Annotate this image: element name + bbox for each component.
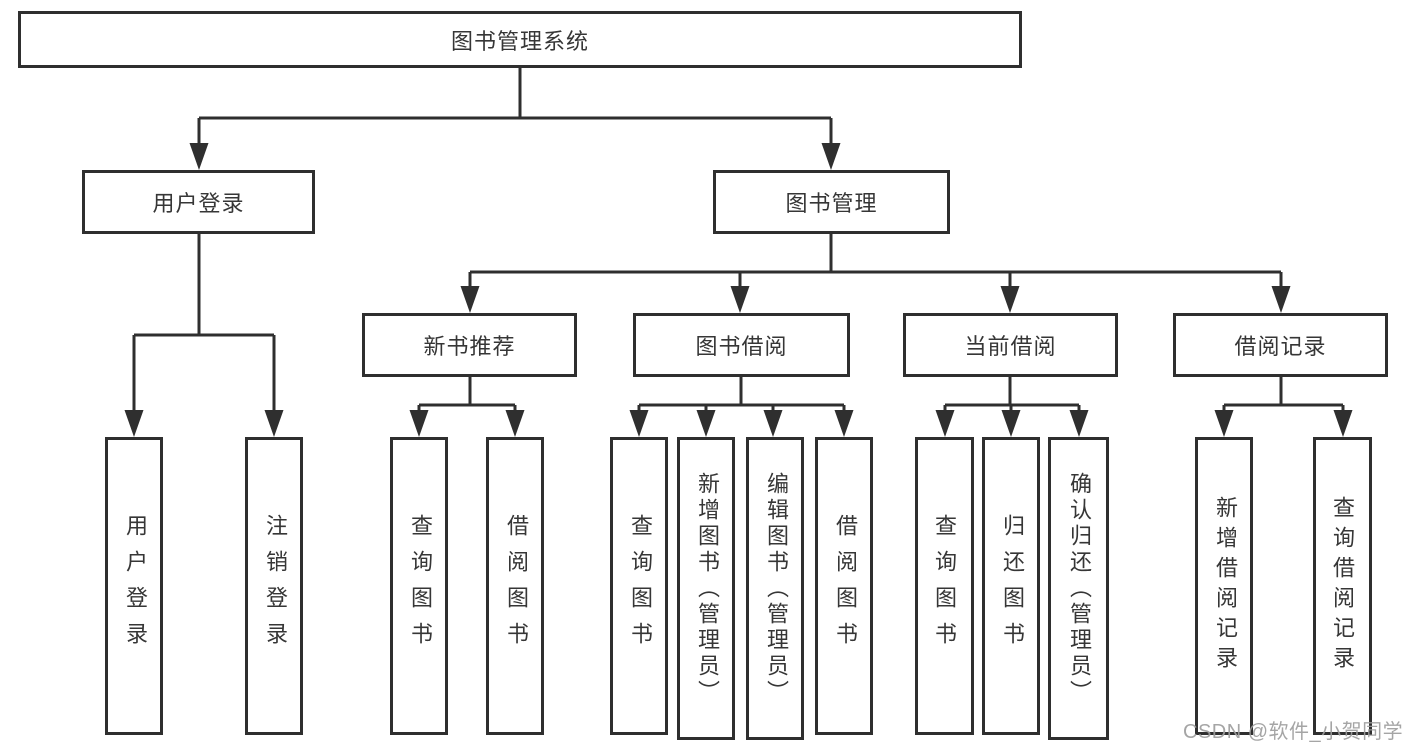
arrowhead-down-icon <box>763 410 783 437</box>
node-label: 新增图书（管理员） <box>695 471 720 706</box>
node-current-borrowing: 当前借阅 <box>903 313 1118 377</box>
node-label: 当前借阅 <box>964 334 1057 359</box>
arrowhead-down-icon <box>264 410 284 437</box>
leaf-confirm-return-admin: 确认归还（管理员） <box>1048 437 1109 740</box>
node-label: 注销登录 <box>263 514 288 658</box>
arrowhead-down-icon <box>834 410 854 437</box>
node-label: 查询图书 <box>932 514 957 658</box>
arrowhead-down-icon <box>189 143 209 170</box>
arrowhead-down-icon <box>629 410 649 437</box>
node-label: 借阅记录 <box>1234 334 1327 359</box>
node-book-management: 图书管理 <box>713 170 950 234</box>
node-label: 用户登录 <box>152 191 245 216</box>
arrowhead-down-icon <box>1069 410 1089 437</box>
leaf-borrow-books-borrowing: 借阅图书 <box>815 437 873 735</box>
arrowhead-down-icon <box>505 410 525 437</box>
leaf-edit-book-admin: 编辑图书（管理员） <box>746 437 804 740</box>
node-label: 查询图书 <box>408 514 433 658</box>
node-label: 确认归还（管理员） <box>1067 471 1092 706</box>
leaf-query-books-borrowing: 查询图书 <box>610 437 668 735</box>
arrowhead-down-icon <box>1333 410 1353 437</box>
arrowhead-down-icon <box>696 410 716 437</box>
node-label: 借阅图书 <box>504 514 529 658</box>
node-new-book-recommendation: 新书推荐 <box>362 313 577 377</box>
leaf-add-borrow-record: 新增借阅记录 <box>1195 437 1253 735</box>
leaf-user-login: 用户登录 <box>105 437 163 735</box>
csdn-watermark: CSDN @软件_小贺同学 <box>1183 721 1404 743</box>
node-label: 新增借阅记录 <box>1213 496 1238 676</box>
arrowhead-down-icon <box>460 286 480 313</box>
arrowhead-down-icon <box>730 286 750 313</box>
arrowhead-down-icon <box>1214 410 1234 437</box>
arrowhead-down-icon <box>409 410 429 437</box>
arrowhead-down-icon <box>935 410 955 437</box>
node-user-login: 用户登录 <box>82 170 315 234</box>
arrowhead-down-icon <box>1000 286 1020 313</box>
node-label: 借阅图书 <box>833 514 858 658</box>
leaf-borrow-books-recommend: 借阅图书 <box>486 437 544 735</box>
node-label: 用户登录 <box>123 514 148 658</box>
node-label: 图书管理 <box>785 191 878 216</box>
leaf-add-book-admin: 新增图书（管理员） <box>677 437 735 740</box>
node-label: 图书管理系统 <box>450 28 589 54</box>
leaf-query-books-current: 查询图书 <box>915 437 974 735</box>
arrowhead-down-icon <box>1001 410 1021 437</box>
leaf-logout: 注销登录 <box>245 437 303 735</box>
node-library-management-system: 图书管理系统 <box>18 11 1022 68</box>
leaf-return-books: 归还图书 <box>982 437 1040 735</box>
node-label: 归还图书 <box>1000 514 1025 658</box>
leaf-query-borrow-record: 查询借阅记录 <box>1313 437 1372 735</box>
node-label: 新书推荐 <box>423 334 516 359</box>
node-label: 查询图书 <box>628 514 653 658</box>
arrowhead-down-icon <box>124 410 144 437</box>
node-label: 编辑图书（管理员） <box>764 471 789 706</box>
arrowhead-down-icon <box>821 143 841 170</box>
arrowhead-down-icon <box>1271 286 1291 313</box>
node-book-borrowing: 图书借阅 <box>633 313 850 377</box>
node-borrowing-records: 借阅记录 <box>1173 313 1388 377</box>
leaf-query-books-recommend: 查询图书 <box>390 437 448 735</box>
node-label: 查询借阅记录 <box>1330 496 1355 676</box>
node-label: 图书借阅 <box>695 334 788 359</box>
